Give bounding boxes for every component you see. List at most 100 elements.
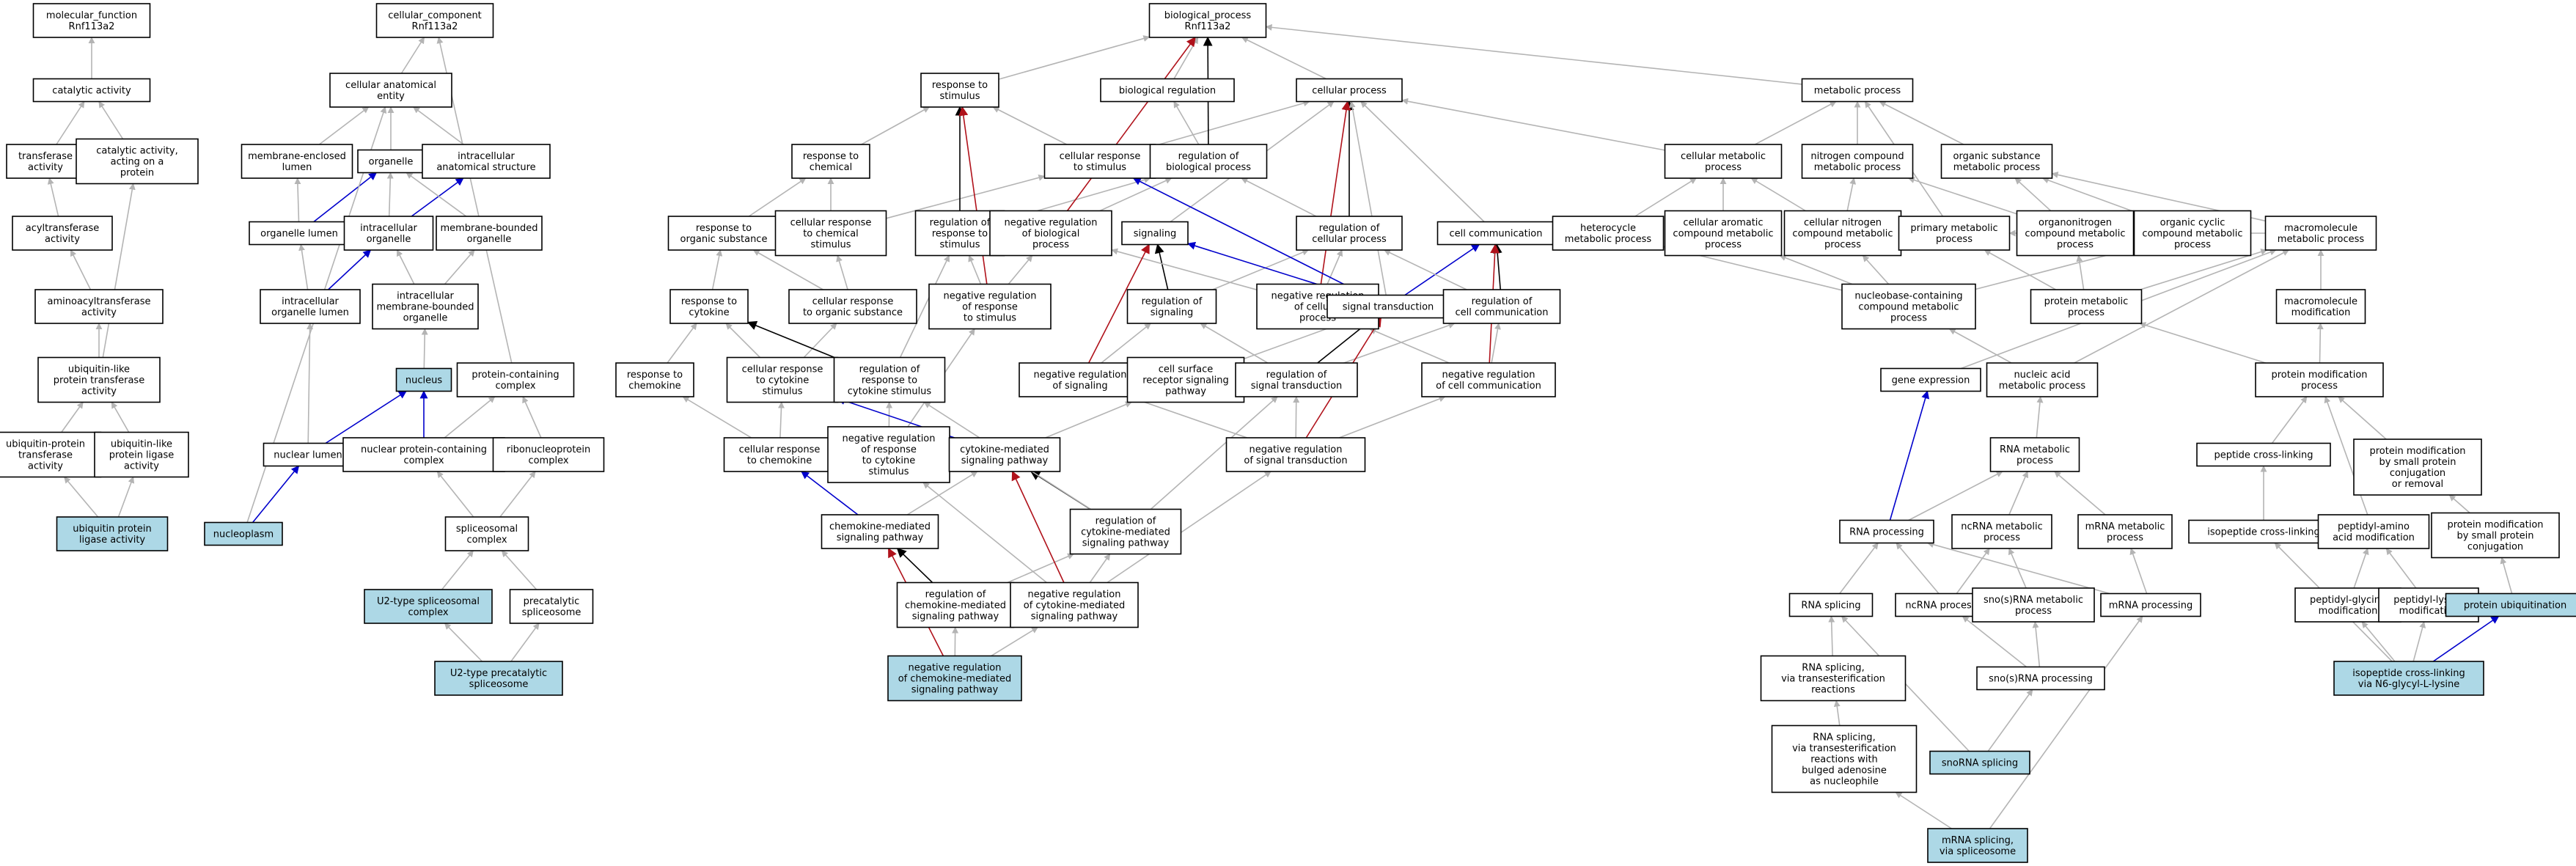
term-label-line: spliceosomal	[456, 524, 518, 535]
term-box	[249, 221, 350, 246]
go-term-node-org: organelle	[357, 149, 425, 174]
term-box	[0, 431, 102, 478]
term-label-line: compound metabolic	[1673, 229, 1773, 240]
term-label-line: signaling	[1134, 229, 1177, 240]
term-label-line: via transesterification	[1792, 744, 1896, 755]
term-box	[774, 210, 887, 257]
edge-part-of-intorg-to-ias	[411, 177, 464, 217]
term-label-line: of signaling	[1052, 381, 1107, 392]
edge-regulates-rsig-to-sig	[1154, 243, 1169, 290]
term-label-line: snoRNA splicing	[1942, 758, 2018, 769]
term-label-line: organelle	[369, 157, 414, 168]
edge-part-of-st-to-crs	[1132, 177, 1366, 296]
term-label-line: regulation of	[925, 590, 986, 601]
term-label-line: cellular nitrogen	[1804, 218, 1882, 229]
term-label-line: signaling pathway	[911, 685, 999, 696]
edge-is-a-splc-to-npc	[436, 471, 474, 518]
edge-is-a-cmp-to-cp	[1401, 98, 1665, 151]
term-label-line: via N6-glycyl-L-lysine	[2358, 679, 2459, 690]
term-box	[1986, 362, 2099, 397]
edge-is-a-cae-to-cc	[400, 37, 425, 74]
term-label-line: membrane-bounded	[376, 302, 474, 313]
edge-negatively-regulates-nrcmsp-to-cmsp	[1011, 470, 1065, 583]
term-box	[1296, 78, 1403, 103]
edge-is-a-ublike-to-catprot	[102, 183, 136, 358]
edge-is-a-rst-to-rsig	[1200, 323, 1269, 364]
term-label-line: RNA splicing,	[1813, 733, 1875, 744]
term-box	[436, 216, 543, 251]
edge-is-a-crcs-to-crs	[886, 174, 1046, 219]
edge-is-a-orglum-to-mel	[294, 177, 301, 222]
term-label-line: mRNA metabolic	[2085, 521, 2165, 532]
edge-part-of-rnap-to-ge	[1889, 390, 1930, 521]
edge-is-a-crchem-to-crcyt	[777, 401, 785, 438]
term-label-line: cellular response	[1060, 151, 1141, 162]
term-box	[1760, 655, 1907, 702]
term-label-line: acyltransferase	[26, 223, 100, 234]
edge-negatively-regulates-nrsig-to-sig	[1087, 243, 1150, 364]
term-label-line: to stimulus	[1074, 162, 1126, 173]
term-label-line: metabolic process	[1814, 86, 1901, 97]
term-label: peptide cross-linking	[2214, 450, 2313, 461]
edge-is-a-rnp-to-pcc	[522, 396, 542, 438]
term-label-line: process	[1705, 162, 1742, 173]
term-box	[928, 283, 1052, 330]
term-box	[2275, 289, 2366, 324]
edge-regulates-rcc-to-cc2	[1492, 243, 1502, 290]
term-box	[1898, 216, 2011, 251]
term-label-line: catalytic activity,	[96, 146, 178, 157]
term-label-line: stimulus	[939, 240, 980, 251]
term-box	[1839, 519, 1934, 544]
term-label-line: entity	[377, 91, 405, 102]
edge-is-a-rcc-to-rcp	[1383, 249, 1467, 290]
term-label-line: cellular response	[790, 218, 872, 229]
edge-layer	[47, 23, 2513, 829]
edge-negatively-regulates-nrcp-to-cp	[1320, 100, 1351, 285]
term-label-line: signal transduction	[1251, 381, 1343, 392]
term-label-line: by small protein	[2379, 457, 2456, 468]
term-label-line: stimulus	[810, 240, 851, 251]
term-label: isopeptide cross-linking	[2207, 527, 2319, 538]
term-label-line: signaling	[1151, 307, 1194, 318]
edge-is-a-rnas-to-rnap	[1839, 542, 1879, 594]
term-label-line: ligase activity	[79, 535, 146, 546]
term-label-line: activity	[81, 386, 117, 397]
edge-is-a-nrst-to-nrsig	[1128, 395, 1247, 438]
term-label-line: ncRNA metabolic	[1961, 521, 2042, 532]
edge-is-a-iclng-to-pgm	[2361, 621, 2396, 662]
term-label-line: by small protein	[2456, 531, 2533, 542]
term-label-line: process	[2301, 381, 2338, 392]
term-label-line: nuclear protein-containing	[361, 444, 487, 455]
term-label-line: Rnf113a2	[1185, 21, 1231, 32]
term-label-line: organic substance	[680, 234, 768, 245]
term-box	[1148, 3, 1267, 38]
edge-is-a-rnamp-to-namp	[2036, 396, 2044, 438]
term-box	[2255, 362, 2384, 397]
term-label-line: anatomical structure	[436, 162, 535, 173]
term-box	[1552, 216, 1665, 251]
term-box	[260, 289, 361, 324]
edge-is-a-osmp-to-mp	[1879, 100, 1964, 145]
